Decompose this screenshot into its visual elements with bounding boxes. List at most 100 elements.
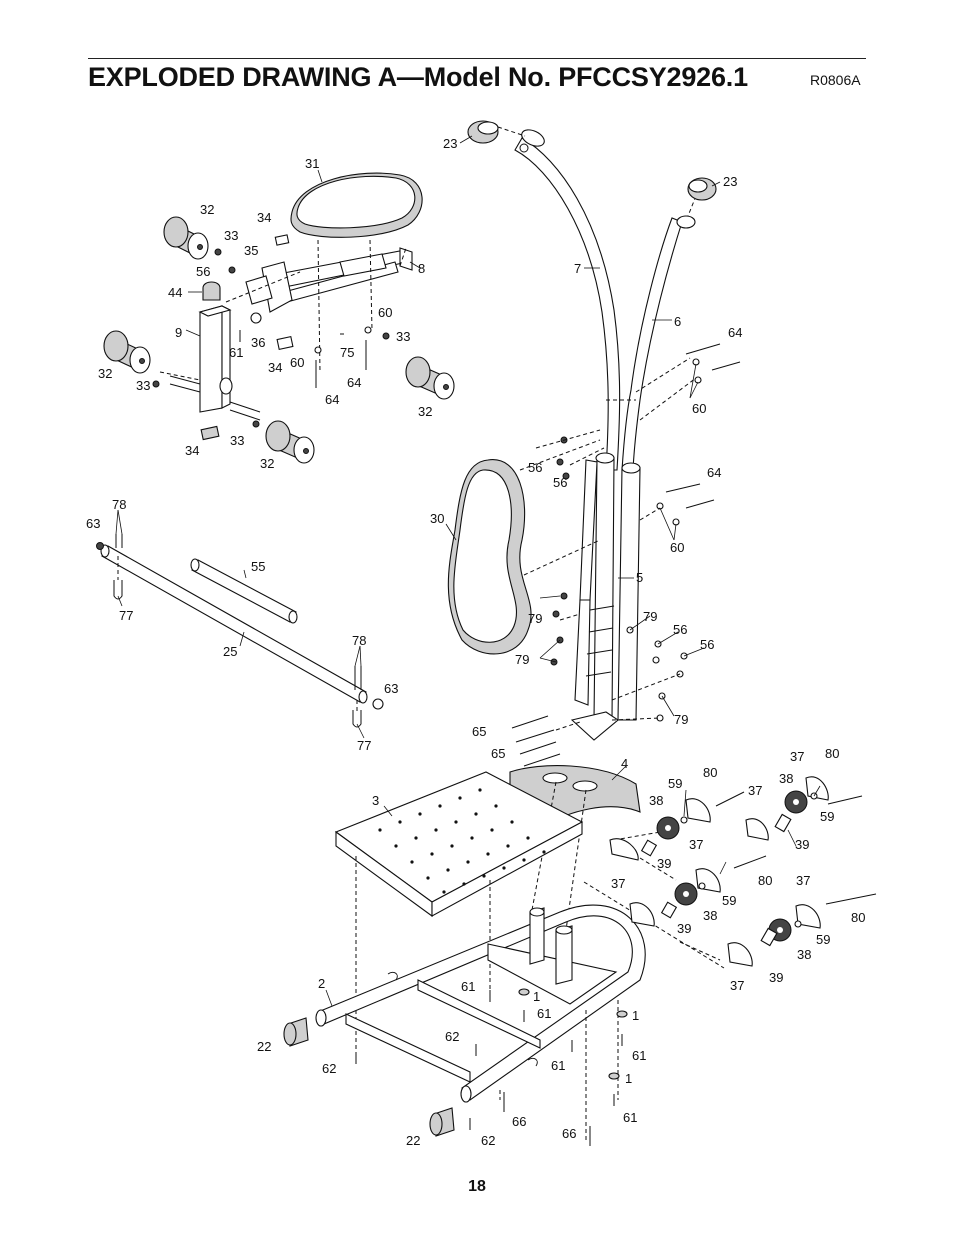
callout: 1 bbox=[625, 1071, 632, 1086]
seat-frame-8 bbox=[267, 239, 413, 373]
callout: 5 bbox=[636, 570, 643, 585]
end-caps-22 bbox=[283, 1017, 455, 1137]
roller-pad-32-c bbox=[405, 356, 455, 400]
callout: 2 bbox=[318, 976, 325, 991]
base-frame-2 bbox=[315, 829, 725, 1140]
header-rule bbox=[88, 58, 866, 59]
callout: 56 bbox=[196, 264, 210, 279]
callout: 23 bbox=[723, 174, 737, 189]
callout: 61 bbox=[229, 345, 243, 360]
bracket-35 bbox=[245, 261, 293, 313]
callout: 37 bbox=[796, 873, 810, 888]
callout: 44 bbox=[168, 285, 182, 300]
callout: 3 bbox=[372, 793, 379, 808]
end-cap-23-left bbox=[467, 120, 526, 144]
callout: 77 bbox=[119, 608, 133, 623]
callout: 78 bbox=[112, 497, 126, 512]
callout: 77 bbox=[357, 738, 371, 753]
callout-labels: 23 23 7 6 64 60 31 32 34 33 35 56 8 44 9… bbox=[86, 136, 865, 1148]
leader-lines bbox=[115, 135, 821, 1007]
callout: 35 bbox=[244, 243, 258, 258]
callout: 25 bbox=[223, 644, 237, 659]
callout: 60 bbox=[670, 540, 684, 555]
bolts-64-60 bbox=[606, 343, 741, 526]
callout: 79 bbox=[528, 611, 542, 626]
callout: 63 bbox=[384, 681, 398, 696]
callout: 79 bbox=[643, 609, 657, 624]
callout: 37 bbox=[730, 978, 744, 993]
callout: 60 bbox=[290, 355, 304, 370]
callout: 61 bbox=[461, 979, 475, 994]
callout: 64 bbox=[707, 465, 721, 480]
roller-pad-32-b bbox=[103, 330, 151, 374]
callout: 61 bbox=[623, 1110, 637, 1125]
callout: 6 bbox=[674, 314, 681, 329]
callout: 59 bbox=[820, 809, 834, 824]
callout: 56 bbox=[673, 622, 687, 637]
callout: 61 bbox=[537, 1006, 551, 1021]
callout: 63 bbox=[86, 516, 100, 531]
callout: 39 bbox=[769, 970, 783, 985]
callout: 39 bbox=[795, 837, 809, 852]
callout: 37 bbox=[748, 783, 762, 798]
callout: 34 bbox=[257, 210, 271, 225]
handlebar-6 bbox=[621, 195, 697, 471]
callout: 66 bbox=[512, 1114, 526, 1129]
callout: 36 bbox=[251, 335, 265, 350]
callout: 38 bbox=[779, 771, 793, 786]
callout: 64 bbox=[728, 325, 742, 340]
platform-holes bbox=[378, 788, 546, 894]
callout: 1 bbox=[632, 1008, 639, 1023]
callout: 37 bbox=[689, 837, 703, 852]
callout: 32 bbox=[260, 456, 274, 471]
callout: 80 bbox=[758, 873, 772, 888]
bolts-65 bbox=[511, 715, 581, 767]
callout: 32 bbox=[200, 202, 214, 217]
stabilizer-25 bbox=[96, 534, 384, 728]
callout: 61 bbox=[551, 1058, 565, 1073]
callout: 33 bbox=[396, 329, 410, 344]
tube-55 bbox=[190, 558, 298, 624]
callout: 22 bbox=[406, 1133, 420, 1148]
callout: 39 bbox=[657, 856, 671, 871]
callout: 22 bbox=[257, 1039, 271, 1054]
backrest-30 bbox=[447, 439, 601, 655]
callout: 59 bbox=[722, 893, 736, 908]
callout: 1 bbox=[533, 989, 540, 1004]
callout: 8 bbox=[418, 261, 425, 276]
callout: 39 bbox=[677, 921, 691, 936]
callout: 65 bbox=[472, 724, 486, 739]
end-cap-23-right bbox=[687, 177, 717, 201]
callout: 62 bbox=[481, 1133, 495, 1148]
callout: 59 bbox=[668, 776, 682, 791]
callout: 23 bbox=[443, 136, 457, 151]
callout: 32 bbox=[98, 366, 112, 381]
base-screws bbox=[355, 988, 628, 1146]
callout: 65 bbox=[491, 746, 505, 761]
roller-pad-32-a bbox=[163, 216, 209, 260]
callout: 38 bbox=[797, 947, 811, 962]
callout: 34 bbox=[268, 360, 282, 375]
callout: 62 bbox=[445, 1029, 459, 1044]
callout: 80 bbox=[851, 910, 865, 925]
handlebar-7 bbox=[514, 129, 621, 471]
drawing-code: R0806A bbox=[810, 72, 861, 88]
callout: 37 bbox=[790, 749, 804, 764]
callout: 60 bbox=[692, 401, 706, 416]
callout: 31 bbox=[305, 156, 319, 171]
callout: 33 bbox=[230, 433, 244, 448]
callout: 56 bbox=[553, 475, 567, 490]
callout: 56 bbox=[528, 460, 542, 475]
callout: 7 bbox=[574, 261, 581, 276]
callout: 80 bbox=[825, 746, 839, 761]
wheels-38 bbox=[656, 790, 808, 942]
platform-3 bbox=[334, 771, 584, 1056]
callout: 59 bbox=[816, 932, 830, 947]
callout: 66 bbox=[562, 1126, 576, 1141]
callout: 75 bbox=[340, 345, 354, 360]
callout: 64 bbox=[347, 375, 361, 390]
upright-5 bbox=[570, 452, 641, 741]
callout: 30 bbox=[430, 511, 444, 526]
callout: 38 bbox=[649, 793, 663, 808]
